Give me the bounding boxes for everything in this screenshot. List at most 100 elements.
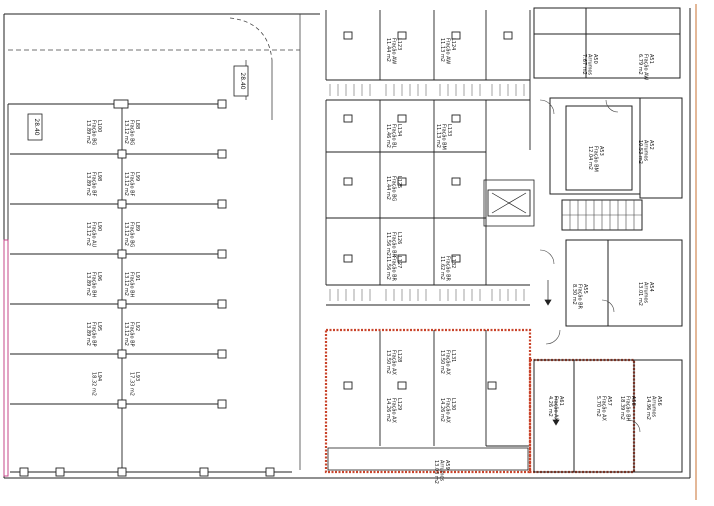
unit-code: A50 <box>592 54 598 64</box>
elevator-cross <box>483 179 535 227</box>
unit-fraction: Fração BM <box>592 146 598 172</box>
unit-area: 6.79 m2 <box>637 54 643 75</box>
unit-code: L91 <box>134 272 140 281</box>
unit-label: L124Fração AW11.13 m2 <box>439 38 456 64</box>
unit-code: A56 <box>656 396 662 406</box>
unit-label: L100Fração BG13.89 m2 <box>85 120 102 145</box>
unit-area: 11.46 m2 <box>385 124 391 148</box>
unit-label: L90Fração AU13.12 m2 <box>85 222 102 248</box>
unit-area: 8.30 m2 <box>571 284 577 305</box>
unit-label: L133Fração BM11.13 m2 <box>435 124 452 150</box>
unit-label: L95Fração BP13.89 m2 <box>85 322 102 347</box>
unit-label: L127Fração BR11.56 m2 <box>385 256 402 282</box>
unit-fraction: Fração AX <box>444 398 450 424</box>
unit-area: 18.39 m2 <box>619 396 625 420</box>
unit-area: 11.44 m2 <box>385 176 391 200</box>
unit-area: 13.89 m2 <box>85 120 91 144</box>
unit-fraction: Fração BG <box>90 120 96 145</box>
unit-area: 18.32 m2 <box>90 372 96 396</box>
unit-area: 11.13 m2 <box>439 38 445 62</box>
unit-area: 13.12 m2 <box>123 120 129 144</box>
unit-area: 10.53 m2 <box>637 140 643 164</box>
unit-area: 5.70 m2 <box>595 396 601 417</box>
unit-label: L134Fração BL11.46 m2 <box>385 124 402 149</box>
unit-code: L134 <box>396 124 402 136</box>
unit-area: 17.33 m2 <box>128 372 134 396</box>
dimension-left: 28.40 <box>33 118 40 135</box>
unit-code: L89 <box>134 222 140 231</box>
unit-label: L91Fração BH13.12 m2 <box>123 272 140 298</box>
unit-fraction: Fração BR <box>390 256 396 282</box>
dimension-top: 28.40 <box>239 72 246 89</box>
unit-label: L129Fração AX14.26 m2 <box>385 398 402 424</box>
unit-fraction: Fração AX <box>390 350 396 376</box>
unit-fraction: Fração AW <box>390 38 396 64</box>
unit-fraction: Fração BL <box>390 124 396 149</box>
right-core <box>533 7 683 473</box>
unit-label: L92Fração BP13.12 m2 <box>123 322 140 347</box>
unit-code: L93 <box>134 372 140 381</box>
unit-label: L126Fração BR11.56 m2 <box>385 232 402 258</box>
unit-label: A52Arrumos10.53 m2 <box>637 140 654 164</box>
unit-fraction: Fração BG <box>128 222 134 247</box>
wheel-stops <box>329 84 525 301</box>
unit-fraction: Fração AX <box>444 350 450 376</box>
unit-code: L94 <box>96 372 102 381</box>
unit-area: 14.26 m2 <box>439 398 445 422</box>
unit-fraction: Fração AX <box>390 398 396 424</box>
unit-code: L127 <box>396 256 402 268</box>
unit-area: 14.26 m2 <box>385 398 391 422</box>
unit-code: L95 <box>96 322 102 331</box>
unit-code: A58 <box>630 396 636 406</box>
unit-code: A55 <box>582 284 588 294</box>
unit-code: A61 <box>558 396 564 406</box>
unit-label: L98Fração BF13.89 m2 <box>85 172 102 197</box>
unit-area: 13.01 m2 <box>637 282 643 306</box>
unit-code: L132 <box>450 256 456 268</box>
unit-code: A52 <box>648 140 654 150</box>
unit-fraction: Arrumos <box>650 396 656 418</box>
room-a50 <box>533 33 587 79</box>
unit-fraction: Fração AX <box>600 396 606 422</box>
unit-area: 13.12 m2 <box>123 172 129 196</box>
unit-code: A53 <box>598 146 604 156</box>
unit-area: 11.56 m2 <box>385 232 391 256</box>
room-a55 <box>565 239 609 327</box>
unit-code: L90 <box>96 222 102 231</box>
unit-fraction: Fração BR <box>390 232 396 258</box>
unit-label: L125Fração BG11.44 m2 <box>385 176 402 201</box>
unit-fraction: Fração AW <box>642 54 648 80</box>
unit-code: L98 <box>96 172 102 181</box>
highlighted-zone <box>324 328 636 474</box>
unit-fraction: Arrumos <box>586 54 592 76</box>
unit-area: 11.44 m2 <box>385 38 391 62</box>
unit-fraction: Fração BP <box>128 322 134 347</box>
unit-code: A51 <box>648 54 654 64</box>
unit-label: L99Fração BF13.12 m2 <box>123 172 140 197</box>
room-a56 <box>633 359 683 473</box>
unit-code: L129 <box>396 398 402 410</box>
stair-treads <box>562 200 642 230</box>
unit-label: A56Arrumos14.96 m2 <box>645 396 662 420</box>
unit-label: L130Fração AX14.26 m2 <box>439 398 456 424</box>
unit-area: 11.13 m2 <box>435 124 441 148</box>
unit-fraction: Fração BG <box>128 120 134 145</box>
unit-fraction: Fração BF <box>128 172 134 197</box>
center-columns <box>343 31 531 390</box>
room-top-right <box>585 7 681 35</box>
unit-fraction: Fração BH <box>624 396 630 422</box>
unit-area: 13.89 m2 <box>85 272 91 296</box>
elevator-shaft <box>487 189 531 217</box>
unit-label: L9317.33 m2 <box>128 372 140 396</box>
room-a52 <box>639 97 683 199</box>
unit-code: L125 <box>396 176 402 188</box>
unit-code: L100 <box>96 120 102 132</box>
unit-label: A50Arrumos7.67 m2 <box>581 54 598 76</box>
unit-area: 13.89 m2 <box>85 322 91 346</box>
unit-fraction: Fração BF <box>90 172 96 197</box>
unit-area: 13.50 m2 <box>385 350 391 374</box>
unit-area: 13.12 m2 <box>123 272 129 296</box>
unit-label: A51Fração AW6.79 m2 <box>637 54 654 80</box>
